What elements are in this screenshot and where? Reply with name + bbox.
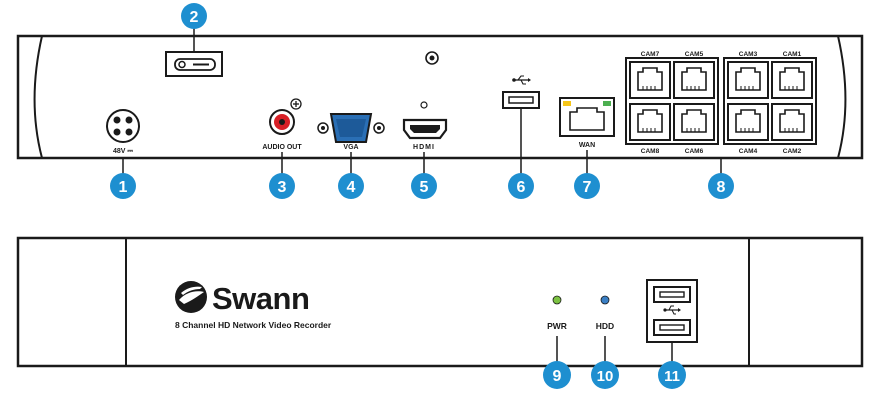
vga-port[interactable] xyxy=(317,113,385,143)
usb-port-front-bottom[interactable] xyxy=(653,319,691,336)
cam7-label: CAM7 xyxy=(641,51,660,58)
rear-panel: 48V ⎓ AUDIO OUT VGA HDMI xyxy=(16,34,864,160)
callout-8: 8 xyxy=(708,173,734,199)
cam7-port[interactable] xyxy=(629,61,671,99)
usb-port-rear[interactable] xyxy=(502,91,540,109)
brand-name: Swann xyxy=(212,281,309,316)
svg-text:1: 1 xyxy=(119,179,128,196)
swann-logo-icon xyxy=(175,281,207,313)
cam5-port[interactable] xyxy=(673,61,715,99)
vga-label: VGA xyxy=(343,144,358,151)
callout-badges: 2 1 3 4 5 6 7 8 9 10 11 xyxy=(110,3,734,389)
svg-text:4: 4 xyxy=(347,179,356,196)
callout-9: 9 xyxy=(543,361,571,389)
product-subtitle: 8 Channel HD Network Video Recorder xyxy=(175,320,332,330)
cam2-port[interactable] xyxy=(771,103,813,141)
svg-text:3: 3 xyxy=(278,179,287,196)
svg-text:5: 5 xyxy=(420,179,429,196)
pwr-label: PWR xyxy=(547,321,567,331)
svg-text:9: 9 xyxy=(553,368,562,385)
cam6-port[interactable] xyxy=(673,103,715,141)
cam1-port[interactable] xyxy=(771,61,813,99)
hdd-led xyxy=(600,295,610,305)
callout-11: 11 xyxy=(658,361,686,389)
cam4-label: CAM4 xyxy=(739,148,758,155)
ground-screw-icon xyxy=(425,51,439,65)
hdmi-port[interactable] xyxy=(402,101,448,140)
callout-5: 5 xyxy=(411,173,437,199)
callout-7: 7 xyxy=(574,173,600,199)
cam4-port[interactable] xyxy=(727,103,769,141)
front-panel: Swann 8 Channel HD Network Video Recorde… xyxy=(16,236,864,368)
camera-port-group xyxy=(625,57,817,145)
wan-port[interactable] xyxy=(559,97,615,137)
cam5-label: CAM5 xyxy=(685,51,704,58)
audio-out-label: AUDIO OUT xyxy=(262,144,302,151)
rear-leader-lines xyxy=(122,24,722,174)
power-label: 48V ⎓ xyxy=(113,148,133,155)
power-input-port[interactable] xyxy=(106,109,140,143)
callout-1: 1 xyxy=(110,173,136,199)
cam1-label: CAM1 xyxy=(783,51,802,58)
wan-label: WAN xyxy=(579,142,595,149)
cam2-label: CAM2 xyxy=(783,148,802,155)
usb-icon xyxy=(663,305,681,315)
cam6-label: CAM6 xyxy=(685,148,704,155)
svg-text:2: 2 xyxy=(190,9,199,26)
cam3-label: CAM3 xyxy=(739,51,758,58)
svg-text:11: 11 xyxy=(664,368,680,385)
pwr-led xyxy=(552,295,562,305)
hdmi-label: HDMI xyxy=(413,144,435,151)
usb-icon xyxy=(512,75,531,85)
callout-10: 10 xyxy=(591,361,619,389)
power-switch[interactable] xyxy=(165,51,223,77)
cam3-port[interactable] xyxy=(727,61,769,99)
hdd-label: HDD xyxy=(596,321,614,331)
usb-port-front-top[interactable] xyxy=(653,286,691,303)
svg-text:6: 6 xyxy=(517,179,526,196)
callout-6: 6 xyxy=(508,173,534,199)
audio-out-port[interactable] xyxy=(269,109,295,135)
front-leader-lines xyxy=(556,336,673,362)
callout-3: 3 xyxy=(269,173,295,199)
plus-icon xyxy=(290,98,302,110)
svg-text:8: 8 xyxy=(717,179,726,196)
callout-4: 4 xyxy=(338,173,364,199)
svg-text:10: 10 xyxy=(597,368,614,385)
svg-text:7: 7 xyxy=(583,179,592,196)
cam8-port[interactable] xyxy=(629,103,671,141)
cam8-label: CAM8 xyxy=(641,148,660,155)
callout-2: 2 xyxy=(181,3,207,29)
